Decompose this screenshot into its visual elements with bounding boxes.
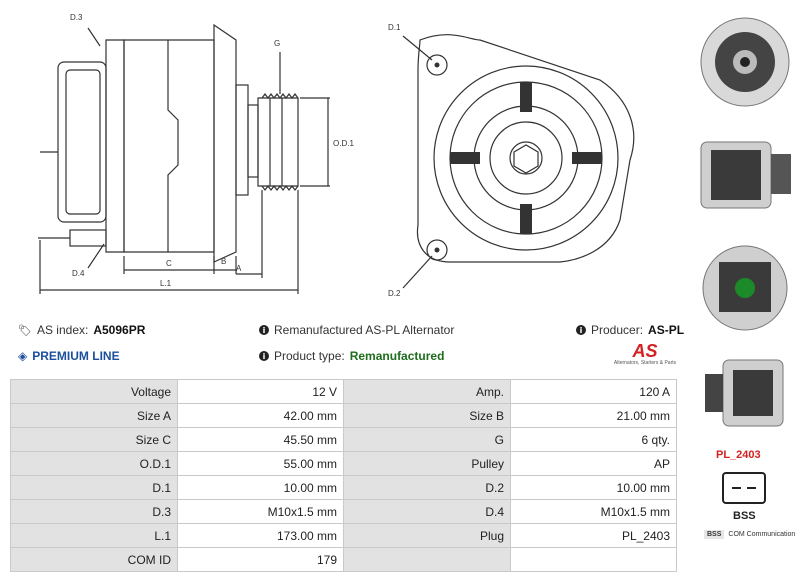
- spec-value: 21.00 mm: [510, 403, 677, 428]
- spec-key: Pulley: [343, 451, 511, 476]
- legend-text: COM Communication: [728, 531, 796, 538]
- label-l1: L.1: [160, 279, 172, 288]
- tag-icon: 🏷: [18, 323, 32, 337]
- spec-value: 173.00 mm: [177, 523, 344, 548]
- spec-value: 45.50 mm: [177, 427, 344, 452]
- label-b: B: [221, 257, 226, 266]
- spec-key: COM ID: [10, 547, 178, 572]
- spec-value: 12 V: [177, 379, 344, 404]
- label-d1: D.1: [388, 23, 401, 32]
- label-d3: D.3: [70, 13, 83, 22]
- spec-value: AP: [510, 451, 677, 476]
- spec-value: 120 A: [510, 379, 677, 404]
- description-text: Remanufactured AS-PL Alternator: [274, 323, 455, 337]
- spec-value: M10x1.5 mm: [177, 499, 344, 524]
- spec-key: Amp.: [343, 379, 511, 404]
- product-photo-angled: [693, 228, 797, 340]
- spec-value: 10.00 mm: [510, 475, 677, 500]
- technical-drawing: D.3 G O.D.1 D.4 C B A L.1 D.1 D.2: [38, 13, 635, 298]
- spec-key: Size A: [10, 403, 178, 428]
- bss-label: BSS: [733, 510, 756, 522]
- producer-value: AS-PL: [648, 323, 685, 337]
- spec-key: D.2: [343, 475, 511, 500]
- spec-key: Plug: [343, 523, 511, 548]
- spec-key: [343, 547, 511, 572]
- product-description: i Remanufactured AS-PL Alternator: [259, 323, 454, 337]
- product-photo-side: [693, 124, 797, 222]
- diamond-icon: ◈: [18, 349, 28, 363]
- spec-value: [510, 547, 677, 572]
- spec-key: Voltage: [10, 379, 178, 404]
- spec-key: G: [343, 427, 511, 452]
- as-index: 🏷 AS index: A5096PR: [18, 323, 145, 337]
- label-c: C: [166, 259, 172, 268]
- product-photo-pulley: [693, 346, 797, 440]
- logo-tagline: Alternators, Starters & Parts: [613, 360, 677, 366]
- as-logo: AS Alternators, Starters & Parts: [610, 342, 680, 366]
- spec-value: PL_2403: [510, 523, 677, 548]
- producer: i Producer: AS-PL: [576, 323, 684, 337]
- as-index-label: AS index:: [36, 323, 89, 337]
- info-icon: i: [576, 325, 586, 335]
- product-type-label: Product type:: [274, 349, 345, 363]
- label-g: G: [274, 39, 280, 48]
- premium-line-label: PREMIUM LINE: [32, 349, 120, 363]
- premium-line: ◈ PREMIUM LINE: [18, 349, 120, 363]
- spec-key: D.3: [10, 499, 178, 524]
- product-type: i Product type: Remanufactured: [259, 349, 444, 363]
- spec-value: 10.00 mm: [177, 475, 344, 500]
- as-index-value: A5096PR: [93, 323, 146, 337]
- legend-code: BSS: [704, 530, 725, 539]
- label-d4: D.4: [72, 269, 85, 278]
- plug-code: PL_2403: [716, 449, 761, 461]
- label-a: A: [236, 264, 242, 273]
- logo-mark: AS: [632, 341, 658, 361]
- info-icon: i: [259, 325, 269, 335]
- legend: BSS COM Communication: [704, 530, 795, 539]
- spec-value: 55.00 mm: [177, 451, 344, 476]
- product-type-value: Remanufactured: [349, 349, 445, 363]
- plug-connector-icon: [722, 472, 766, 504]
- spec-value: 6 qty.: [510, 427, 677, 452]
- spec-key: O.D.1: [10, 451, 178, 476]
- product-photo-rear: [693, 4, 797, 120]
- spec-key: Size B: [343, 403, 511, 428]
- spec-value: 179: [177, 547, 344, 572]
- spec-value: 42.00 mm: [177, 403, 344, 428]
- spec-key: D.4: [343, 499, 511, 524]
- label-od1: O.D.1: [333, 139, 354, 148]
- info-icon: i: [259, 351, 269, 361]
- spec-key: L.1: [10, 523, 178, 548]
- producer-label: Producer:: [591, 323, 644, 337]
- spec-key: Size C: [10, 427, 178, 452]
- spec-key: D.1: [10, 475, 178, 500]
- label-d2: D.2: [388, 289, 401, 298]
- spec-value: M10x1.5 mm: [510, 499, 677, 524]
